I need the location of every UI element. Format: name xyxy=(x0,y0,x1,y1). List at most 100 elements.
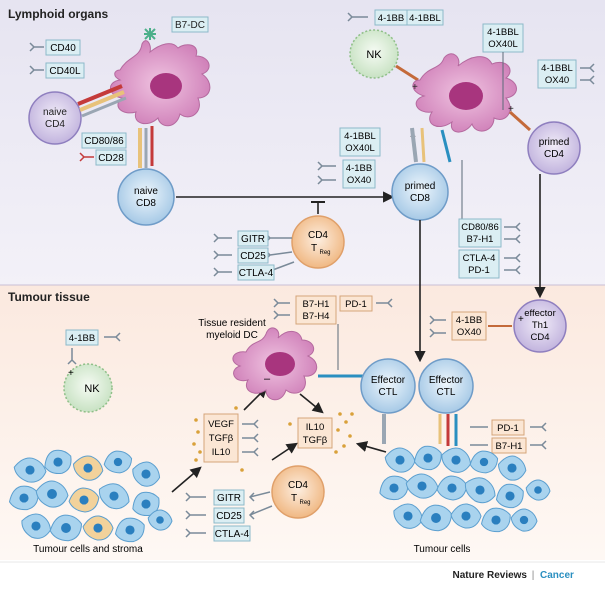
treg-top-line1: CD4 xyxy=(308,230,328,241)
nk-receptor-icon-top xyxy=(347,12,368,22)
cytokine-dot xyxy=(240,468,244,472)
cell-nucleus xyxy=(141,469,151,479)
label-box-pd1-lower xyxy=(491,419,525,436)
synapse-dc-primed-cd8 xyxy=(410,127,452,163)
cell-nucleus xyxy=(519,515,529,525)
label-box-cd25-top xyxy=(237,247,269,264)
cytokine-dot xyxy=(194,418,198,422)
label-cd25-top: CD25 xyxy=(240,251,266,262)
label-box-cd25-bottom xyxy=(213,507,245,524)
treg-ligand-icons-top xyxy=(213,233,232,277)
plus-sign-nk-bottom: + xyxy=(68,368,74,379)
label-4-1bbl-ox40l-top-l2: OX40L xyxy=(488,39,518,50)
primed-cd8-line2: CD8 xyxy=(410,193,430,204)
cell-nucleus xyxy=(93,523,103,533)
label-tumour-stroma: Tumour cells and stroma xyxy=(33,544,143,555)
treg-cell-bottom: CD4 T Reg xyxy=(271,465,325,519)
label-il10-mid: IL10 xyxy=(306,422,325,433)
ctl2-line2: CTL xyxy=(437,387,456,398)
nk-cell-top: NK xyxy=(349,29,399,79)
footer-journal: Nature Reviews xyxy=(453,570,528,581)
label-box-cd8086-b7h1 xyxy=(458,218,502,248)
cytokine-dot xyxy=(334,450,338,454)
treg-top-reg: Reg xyxy=(319,250,330,256)
naive-cd4-cell: naive CD4 xyxy=(28,91,82,145)
nk-bottom-label: NK xyxy=(84,383,100,395)
naive-cd8-cell: naive CD8 xyxy=(117,168,175,226)
label-tgfb-mid: TGFβ xyxy=(303,435,328,446)
ctl1-line2: CTL xyxy=(379,387,398,398)
cell-nucleus xyxy=(431,513,441,523)
label-box-pd1-upper xyxy=(339,295,373,312)
primed-cd8-cell: primed CD8 xyxy=(391,163,449,221)
effector-ctl-cell-2: Effector CTL xyxy=(418,358,474,414)
nk-cell-bottom: NK xyxy=(63,363,113,413)
cell-nucleus xyxy=(79,495,89,505)
b7-receptor-icons xyxy=(504,222,521,275)
label-box-4-1bb-ox40-bottom xyxy=(451,311,487,341)
b7-dc-ligand-icon xyxy=(144,28,156,40)
pd1-receptor-icons-upper xyxy=(273,298,393,320)
footer-section: Cancer xyxy=(540,570,574,581)
cell-nucleus xyxy=(491,515,501,525)
th1-line2: Th1 xyxy=(532,320,548,331)
tissue-myeloid-dc xyxy=(232,327,318,401)
effector-th1-cell: effector Th1 CD4 xyxy=(513,299,567,353)
label-4-1bb-nk: 4-1BB xyxy=(69,333,95,344)
nk-bottom-receptor-icon xyxy=(67,332,121,365)
cell-nucleus xyxy=(53,457,63,467)
cytokine-dot xyxy=(348,434,352,438)
treg-ligand-icons-bottom xyxy=(185,491,273,538)
cell-nucleus xyxy=(447,483,457,493)
cytokine-dot xyxy=(198,450,202,454)
label-il10: IL10 xyxy=(212,447,231,458)
label-box-gitr-bottom xyxy=(213,489,245,506)
ctl-tumour-synapse xyxy=(382,414,458,446)
label-gitr-top: GITR xyxy=(241,234,265,245)
label-4-1bb-ox40-bottom-l1: 4-1BB xyxy=(456,315,482,326)
nk-dc-synapse xyxy=(395,64,419,82)
cell-nucleus xyxy=(475,485,485,495)
cell-nucleus xyxy=(156,516,164,524)
label-cd25-bottom: CD25 xyxy=(216,511,242,522)
section-title-tumour: Tumour tissue xyxy=(8,290,90,304)
label-4-1bbl-ox40l-mid-l1: 4-1BBL xyxy=(344,131,376,142)
cell-nucleus xyxy=(109,491,119,501)
label-tissue-dc-l1: Tissue resident xyxy=(198,318,266,329)
naive-cd4-line1: naive xyxy=(43,107,67,118)
section-title-lymphoid: Lymphoid organs xyxy=(8,7,109,21)
cell-nucleus xyxy=(479,457,489,467)
cytokine-dot xyxy=(342,444,346,448)
plus-sign-dc-nk: + xyxy=(412,82,418,93)
label-box-il10-tgfb xyxy=(297,417,333,449)
cd28-receptor-icon xyxy=(79,152,94,162)
pd1-receptor-icons-lower xyxy=(470,422,547,450)
naive-cd8-line2: CD8 xyxy=(136,198,156,209)
treg-bottom-line1: CD4 xyxy=(288,480,308,491)
cytokine-dot xyxy=(336,428,340,432)
label-cd8086-b7h1-l1: CD80/86 xyxy=(461,222,499,233)
cell-nucleus xyxy=(395,455,405,465)
label-4-1bbl-ox40-l1: 4-1BBL xyxy=(541,63,573,74)
synapse-cd8-dc xyxy=(138,126,154,168)
nk-top-label: NK xyxy=(366,49,382,61)
primed-cd4-cell: primed CD4 xyxy=(527,121,581,175)
label-box-gitr-top xyxy=(237,230,269,247)
label-cd8086: CD80/86 xyxy=(84,136,124,147)
cell-nucleus xyxy=(507,463,517,473)
label-cd40l: CD40L xyxy=(49,66,81,77)
cell-nucleus xyxy=(83,463,93,473)
cell-nucleus xyxy=(113,457,123,467)
cytokine-dots-left xyxy=(192,406,244,472)
label-4-1bbl-ox40l-top-l1: 4-1BBL xyxy=(487,27,519,38)
dendritic-cell-right xyxy=(412,53,517,133)
cell-nucleus xyxy=(417,481,427,491)
dendritic-cell-left xyxy=(110,40,211,127)
label-tissue-dc-l2: myeloid DC xyxy=(206,330,258,341)
label-ctla4-bottom: CTLA-4 xyxy=(215,529,250,540)
label-box-ctla4-pd1 xyxy=(458,249,500,279)
cytokine-dot xyxy=(196,430,200,434)
primed-cd4-line1: primed xyxy=(539,137,570,148)
label-4-1bb-ox40-bottom-l2: OX40 xyxy=(457,327,481,338)
effector-ctl-cell-1: Effector CTL xyxy=(360,358,416,414)
